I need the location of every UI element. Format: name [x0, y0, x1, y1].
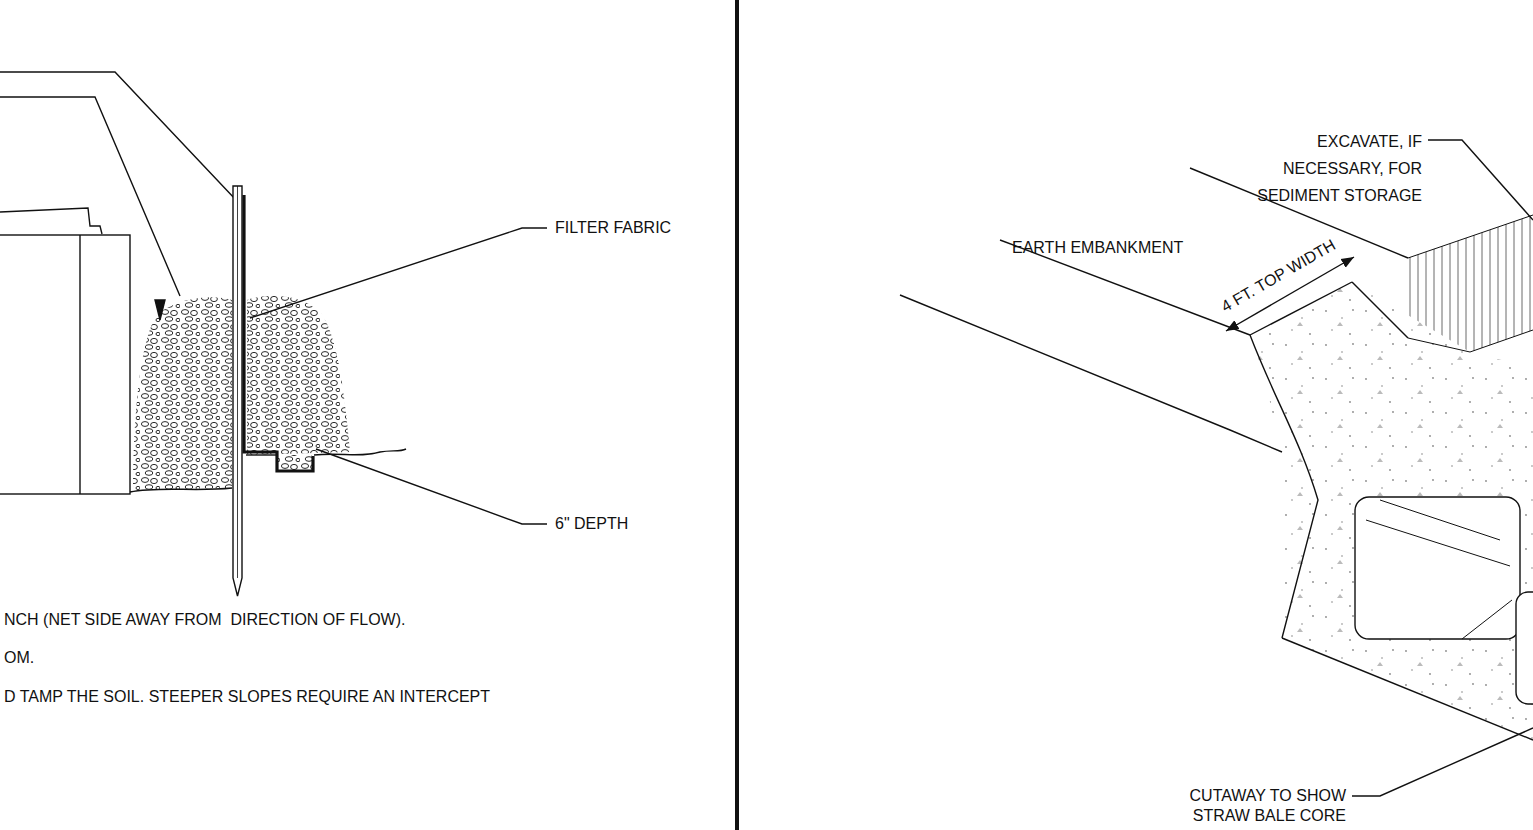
callout-label: EXCAVATE, IF NECESSARY, FOR SEDIMENT STO… — [1244, 128, 1422, 209]
dimension-label: 6" DEPTH — [555, 514, 628, 534]
silt-fence-section — [0, 72, 547, 596]
material-label: FILTER FABRIC — [555, 218, 671, 238]
note-text: D TAMP THE SOIL. STEEPER SLOPES REQUIRE … — [4, 687, 490, 707]
note-text: OM. — [4, 648, 34, 668]
callout-label: EARTH EMBANKMENT — [1012, 238, 1183, 258]
note-text: NCH (NET SIDE AWAY FROM DIRECTION OF FLO… — [4, 610, 406, 630]
panel-divider — [735, 0, 739, 830]
bale-barrier-view — [900, 140, 1533, 796]
callout-label: CUTAWAY TO SHOW STRAW BALE CORE — [1176, 786, 1346, 826]
